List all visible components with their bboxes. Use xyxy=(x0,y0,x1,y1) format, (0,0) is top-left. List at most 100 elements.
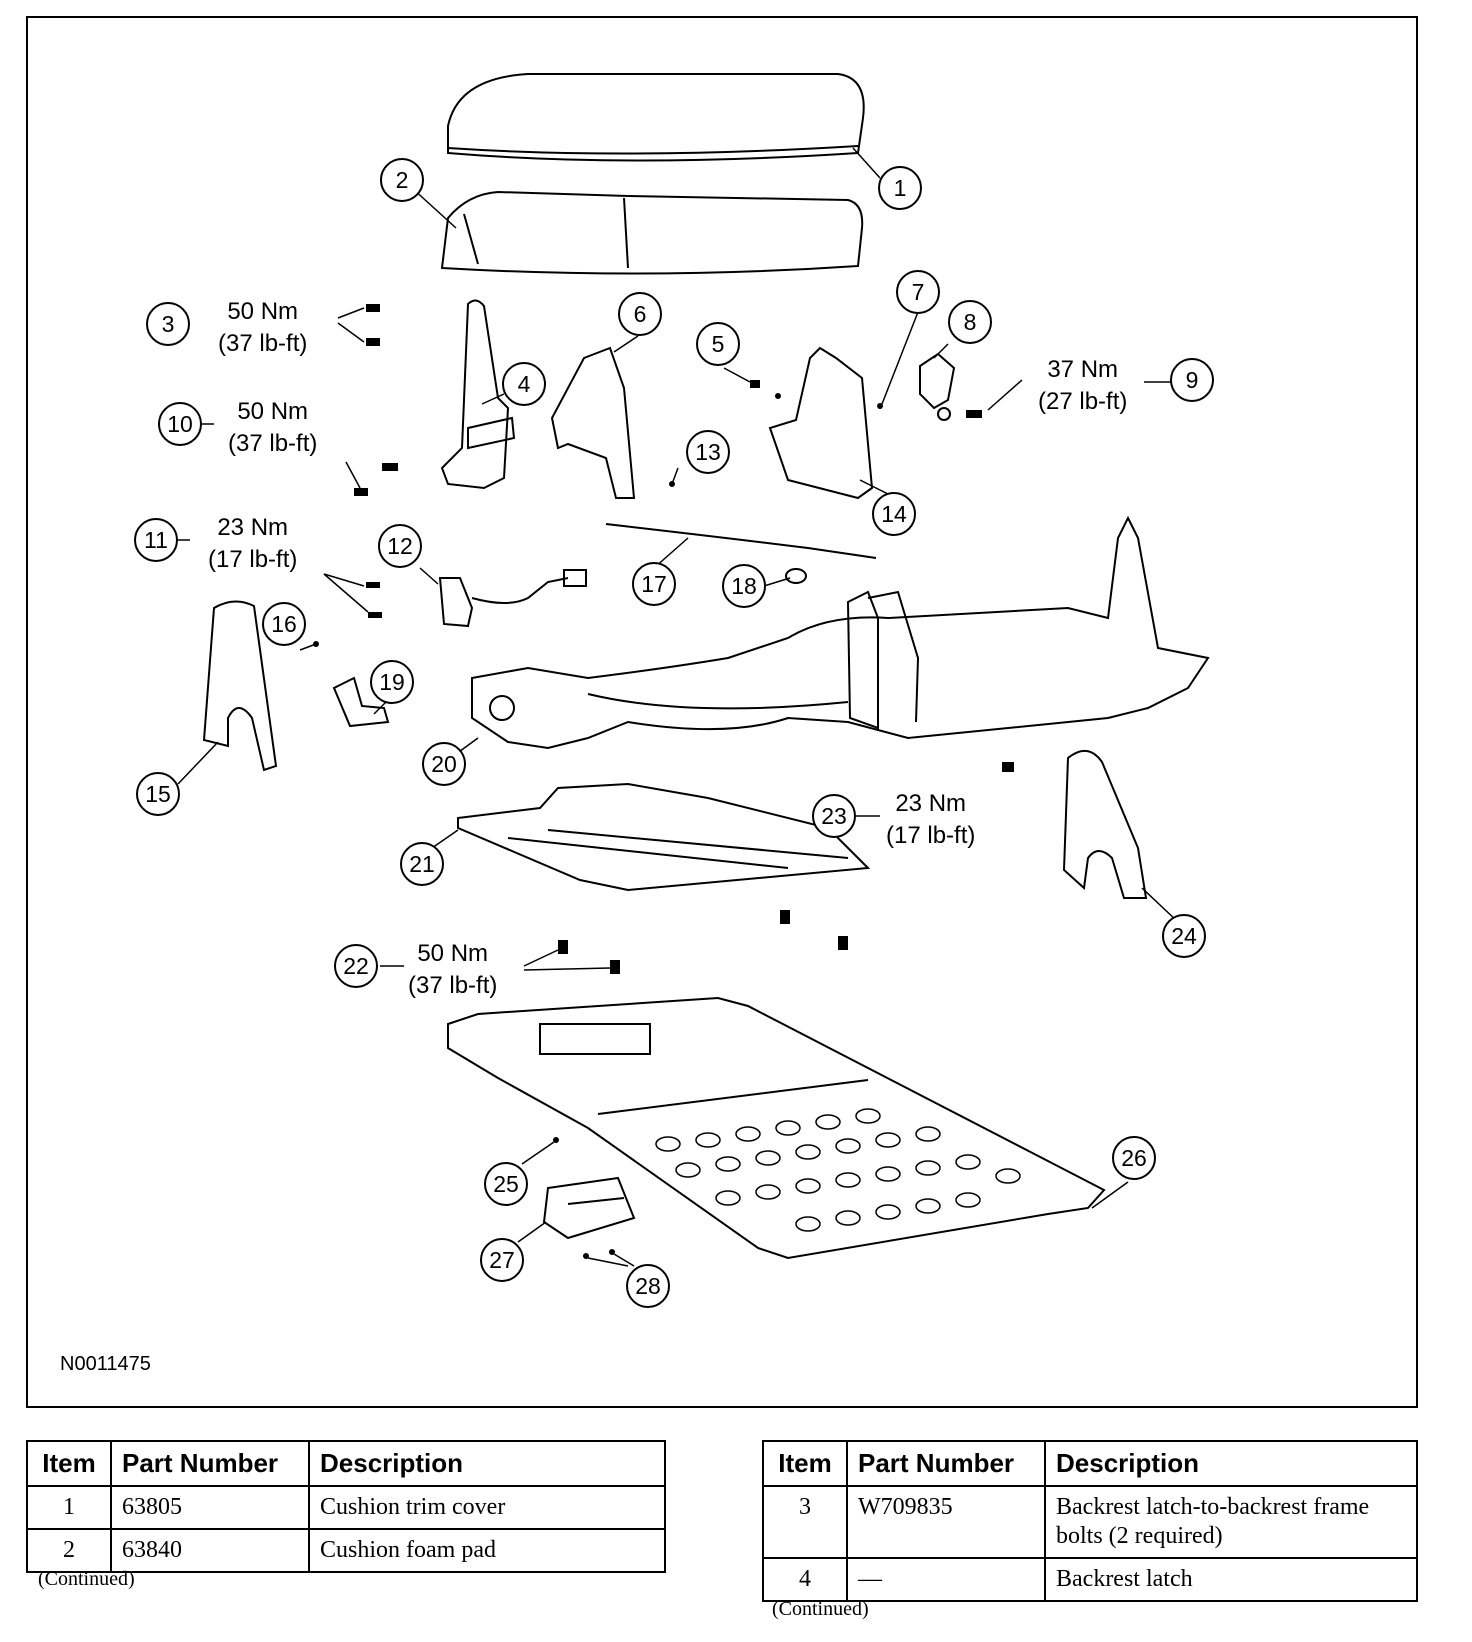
item-cell: 1 xyxy=(26,1485,112,1530)
torque-label-23: 23 Nm (17 lb-ft) xyxy=(886,788,975,852)
callout-number: 18 xyxy=(731,573,757,599)
callout-circle xyxy=(878,166,922,210)
col-part-header: Part Number xyxy=(846,1440,1046,1487)
callout-circle xyxy=(370,660,414,704)
callout-number: 6 xyxy=(634,301,647,327)
callout-6: 6 xyxy=(618,292,662,336)
callout-number: 8 xyxy=(964,309,977,335)
parts-table-left: Item Part Number Description 1 63805 Cus… xyxy=(26,1440,666,1573)
callout-number: 23 xyxy=(821,803,847,829)
table-header-row: Item Part Number Description xyxy=(26,1440,666,1487)
torque-label-10: 50 Nm (37 lb-ft) xyxy=(228,396,317,460)
leader-lines xyxy=(166,147,1179,1267)
handle-8 xyxy=(919,352,956,410)
callout-circle xyxy=(262,602,306,646)
callout-3: 3 xyxy=(146,302,190,346)
callout-circle xyxy=(812,794,856,838)
continued-note-left: (Continued) xyxy=(38,1568,135,1590)
seat-exploded-view: 1234567891011121314151617181920212223242… xyxy=(134,73,1214,1308)
callout-number: 5 xyxy=(712,331,725,357)
torque-nm: 50 Nm xyxy=(227,298,299,325)
continued-note-right: (Continued) xyxy=(772,1598,869,1620)
cable-17 xyxy=(605,523,877,559)
seat-frame xyxy=(471,515,1210,750)
callout-circle xyxy=(948,300,992,344)
col-desc-header: Description xyxy=(1044,1440,1418,1487)
callout-circle xyxy=(896,270,940,314)
torque-nm: 37 Nm xyxy=(1047,356,1119,383)
callout-8: 8 xyxy=(948,300,992,344)
callout-number: 12 xyxy=(387,533,413,559)
callout-circle xyxy=(1112,1136,1156,1180)
callout-number: 9 xyxy=(1186,367,1199,393)
table-row: 2 63840 Cushion foam pad xyxy=(26,1528,666,1573)
callout-number: 20 xyxy=(431,751,457,777)
cushion-foam-pad xyxy=(440,190,864,275)
callout-25: 25 xyxy=(484,1162,528,1206)
callout-5: 5 xyxy=(696,322,740,366)
description-cell: Cushion foam pad xyxy=(308,1528,666,1573)
torque-label-3: 50 Nm (37 lb-ft) xyxy=(218,296,307,360)
callout-number: 27 xyxy=(489,1247,515,1273)
torque-lbft: (17 lb-ft) xyxy=(208,546,298,573)
description-cell: Cushion trim cover xyxy=(308,1485,666,1530)
torque-label-22: 50 Nm (37 lb-ft) xyxy=(408,938,497,1002)
callout-circle xyxy=(480,1238,524,1282)
switch-12 xyxy=(438,577,474,628)
part-number-cell: 63840 xyxy=(110,1528,310,1573)
callout-circle xyxy=(1162,914,1206,958)
callout-circle xyxy=(502,362,546,406)
callout-9: 9 xyxy=(1170,358,1214,402)
callout-circle xyxy=(422,742,466,786)
callout-number: 10 xyxy=(167,411,193,437)
part-number-cell: — xyxy=(846,1557,1046,1602)
callout-number: 26 xyxy=(1121,1145,1147,1171)
callout-circle xyxy=(380,158,424,202)
storage-bin xyxy=(542,1176,636,1240)
callout-21: 21 xyxy=(400,842,444,886)
callout-12: 12 xyxy=(378,524,422,568)
callout-17: 17 xyxy=(632,562,676,606)
part-number-cell: W709835 xyxy=(846,1485,1046,1559)
item-cell: 3 xyxy=(762,1485,848,1559)
bracket-6 xyxy=(550,346,636,499)
callout-14: 14 xyxy=(872,492,916,536)
table-header-row: Item Part Number Description xyxy=(762,1440,1418,1487)
callout-4: 4 xyxy=(502,362,546,406)
callout-1: 1 xyxy=(878,166,922,210)
callout-13: 13 xyxy=(686,430,730,474)
side-shield-15 xyxy=(202,600,278,772)
callout-number: 2 xyxy=(396,167,409,193)
callout-20: 20 xyxy=(422,742,466,786)
callout-18: 18 xyxy=(722,564,766,608)
torque-nm: 23 Nm xyxy=(217,514,289,541)
callout-circle xyxy=(484,1162,528,1206)
callout-number: 21 xyxy=(409,851,435,877)
torque-lbft: (17 lb-ft) xyxy=(886,822,976,849)
callout-10: 10 xyxy=(158,402,202,446)
callout-11: 11 xyxy=(134,518,178,562)
callout-circle xyxy=(1170,358,1214,402)
table-row: 1 63805 Cushion trim cover xyxy=(26,1485,666,1530)
callout-15: 15 xyxy=(136,772,180,816)
callout-number: 13 xyxy=(695,439,721,465)
torque-nm: 23 Nm xyxy=(895,790,967,817)
callout-number: 24 xyxy=(1171,923,1197,949)
figure-id: N0011475 xyxy=(60,1353,151,1375)
callout-number: 14 xyxy=(881,501,907,527)
callout-circle xyxy=(136,772,180,816)
bracket-19 xyxy=(332,676,390,728)
backrest-latch xyxy=(440,299,510,490)
callout-number: 11 xyxy=(144,527,168,553)
description-cell: Backrest latch-to-backrest frame bolts (… xyxy=(1044,1485,1418,1559)
item-cell: 4 xyxy=(762,1557,848,1602)
callout-number: 3 xyxy=(162,311,175,337)
part-number-cell: 63805 xyxy=(110,1485,310,1530)
lower-track xyxy=(457,782,871,892)
callout-24: 24 xyxy=(1162,914,1206,958)
callout-number: 22 xyxy=(343,953,369,979)
fasteners xyxy=(313,304,1014,1259)
trim-24 xyxy=(1062,750,1148,899)
callout-22: 22 xyxy=(334,944,378,988)
